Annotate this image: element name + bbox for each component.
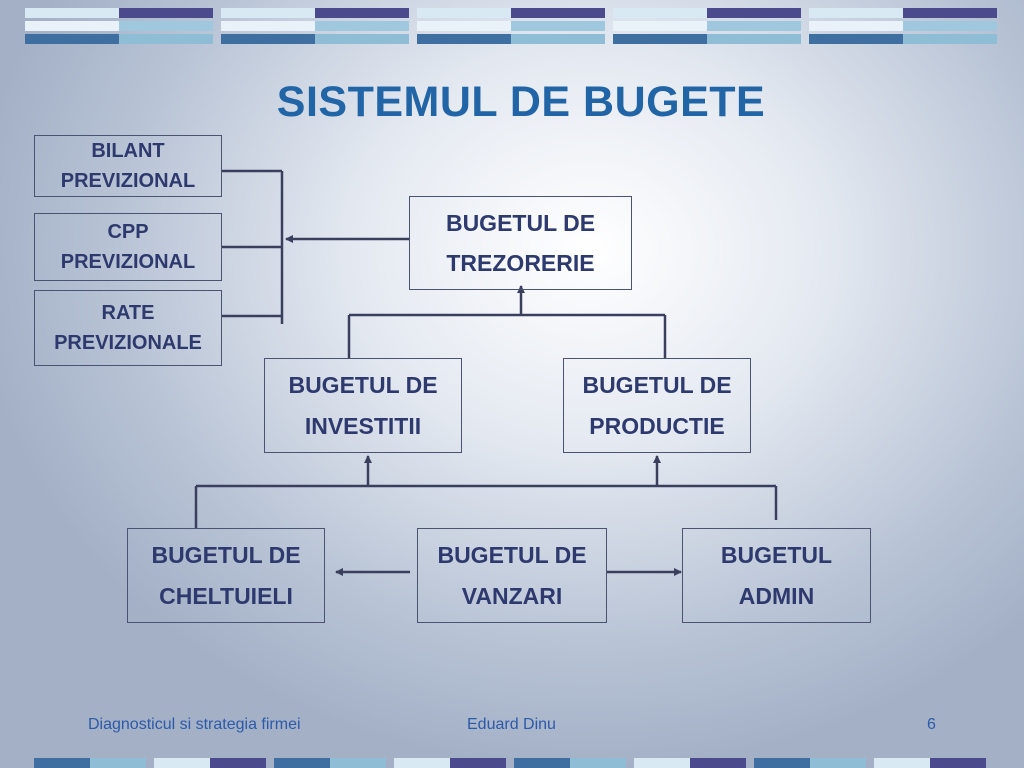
box-label-line: BUGETUL [720,542,833,569]
box-label-line: BUGETUL DE [437,542,587,569]
box-bugetul-de-vanzari: BUGETUL DE VANZARI [417,528,607,623]
decor-bar [210,758,266,768]
decor-bar [315,21,409,31]
box-label-line: BUGETUL DE [582,372,732,399]
decor-bar [903,21,997,31]
decor-bar [809,8,903,18]
decor-stripe-3 [417,8,605,46]
decor-bar [613,8,707,18]
decor-bar [511,34,605,44]
box-bilant-previzional: BILANT PREVIZIONAL [34,135,222,197]
decor-bar [613,34,707,44]
box-bugetul-de-trezorerie: BUGETUL DE TREZORERIE [409,196,632,290]
decor-bar [810,758,866,768]
box-bugetul-de-cheltuieli: BUGETUL DE CHELTUIELI [127,528,325,623]
decor-bar [450,758,506,768]
slide-title: SISTEMUL DE BUGETE [276,78,766,126]
box-label-line: INVESTITII [304,412,422,439]
box-label-line: VANZARI [461,582,563,609]
decor-bar [634,758,690,768]
decor-bar [754,758,810,768]
decor-bar [874,758,930,768]
box-bugetul-admin: BUGETUL ADMIN [682,528,871,623]
box-cpp-previzional: CPP PREVIZIONAL [34,213,222,281]
box-label-line: ADMIN [738,582,815,609]
box-label-line: BILANT [91,140,165,162]
decor-bar [154,758,210,768]
decor-bar [417,8,511,18]
decor-bar [315,34,409,44]
decor-bar [930,758,986,768]
decor-stripe-1 [25,8,213,46]
decor-bar [330,758,386,768]
box-rate-previzionale: RATE PREVIZIONALE [34,290,222,366]
decor-bar [903,8,997,18]
box-label-line: BUGETUL DE [445,209,596,236]
decor-bar [221,8,315,18]
decor-bar [570,758,626,768]
footer-author: Eduard Dinu [467,716,556,733]
decor-bar [707,34,801,44]
footer-page-number: 6 [927,716,936,733]
decor-bar [690,758,746,768]
decor-bar [315,8,409,18]
decor-bar [274,758,330,768]
decor-bar [221,34,315,44]
decor-bar [707,8,801,18]
decor-bar [707,21,801,31]
decor-bar [394,758,450,768]
decor-bar [25,8,119,18]
decor-bar [119,21,213,31]
box-label-line: PRODUCTIE [589,412,725,439]
decor-bar [90,758,146,768]
decor-bar [511,8,605,18]
box-label-line: TREZORERIE [446,250,595,276]
box-bugetul-de-investitii: BUGETUL DE INVESTITII [264,358,462,453]
decor-stripe-2 [221,8,409,46]
decor-bar [417,34,511,44]
box-label-line: CHELTUIELI [159,582,293,609]
decor-stripe-4 [613,8,801,46]
decor-bar [119,8,213,18]
decor-bar [809,34,903,44]
decor-bar [25,34,119,44]
decor-stripe-5 [809,8,997,46]
footer-left-text: Diagnosticul si strategia firmei [88,716,301,733]
decor-bar [514,758,570,768]
box-label-line: RATE [101,302,155,324]
decor-bar [34,758,90,768]
box-label-line: BUGETUL DE [288,372,438,399]
box-bugetul-de-productie: BUGETUL DE PRODUCTIE [563,358,751,453]
box-label-line: CPP [107,221,149,243]
decor-bar [511,21,605,31]
box-label-line: PREVIZIONAL [60,170,196,192]
box-label-line: PREVIZIONALE [54,332,202,354]
box-label-line: PREVIZIONAL [60,251,196,273]
box-label-line: BUGETUL DE [151,542,301,569]
decor-bar [119,34,213,44]
decor-bar [903,34,997,44]
